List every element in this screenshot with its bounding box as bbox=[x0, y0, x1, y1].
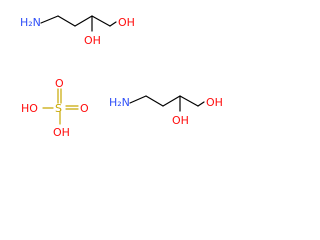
structure-canvas: H₂N OH OH S O O HO OH H₂N OH OH bbox=[20, 15, 223, 139]
alcohol-bottom-label: OH bbox=[172, 114, 189, 127]
alcohol-bottom-label: OH bbox=[84, 34, 101, 47]
oxo-right-label: O bbox=[80, 102, 89, 115]
hydroxy-left-label: HO bbox=[21, 102, 38, 115]
molecule-2: H₂N OH OH bbox=[109, 95, 223, 127]
sulfate: S O O HO OH bbox=[21, 77, 89, 139]
oxo-top-label: O bbox=[55, 77, 64, 90]
amine-label: H₂N bbox=[109, 96, 130, 109]
sulfur-label: S bbox=[55, 102, 62, 115]
bond-c4-oh bbox=[197, 101, 205, 107]
bond-c1-c2 bbox=[145, 95, 164, 107]
alcohol-top-label: OH bbox=[206, 96, 223, 109]
amine-label: H₂N bbox=[20, 16, 41, 29]
hydroxy-bottom-label: OH bbox=[53, 126, 70, 139]
bond-c3-c4 bbox=[179, 95, 199, 107]
bond-c2-c3 bbox=[74, 15, 93, 27]
molecule-1: H₂N OH OH bbox=[20, 15, 135, 47]
bond-c3-c4 bbox=[91, 15, 111, 27]
bond-n-c1 bbox=[129, 95, 147, 104]
bond-c4-oh bbox=[109, 21, 117, 27]
bond-n-c1 bbox=[40, 15, 59, 24]
bond-c1-c2 bbox=[57, 15, 76, 27]
alcohol-top-label: OH bbox=[118, 16, 135, 29]
bond-c2-c3 bbox=[162, 95, 181, 107]
